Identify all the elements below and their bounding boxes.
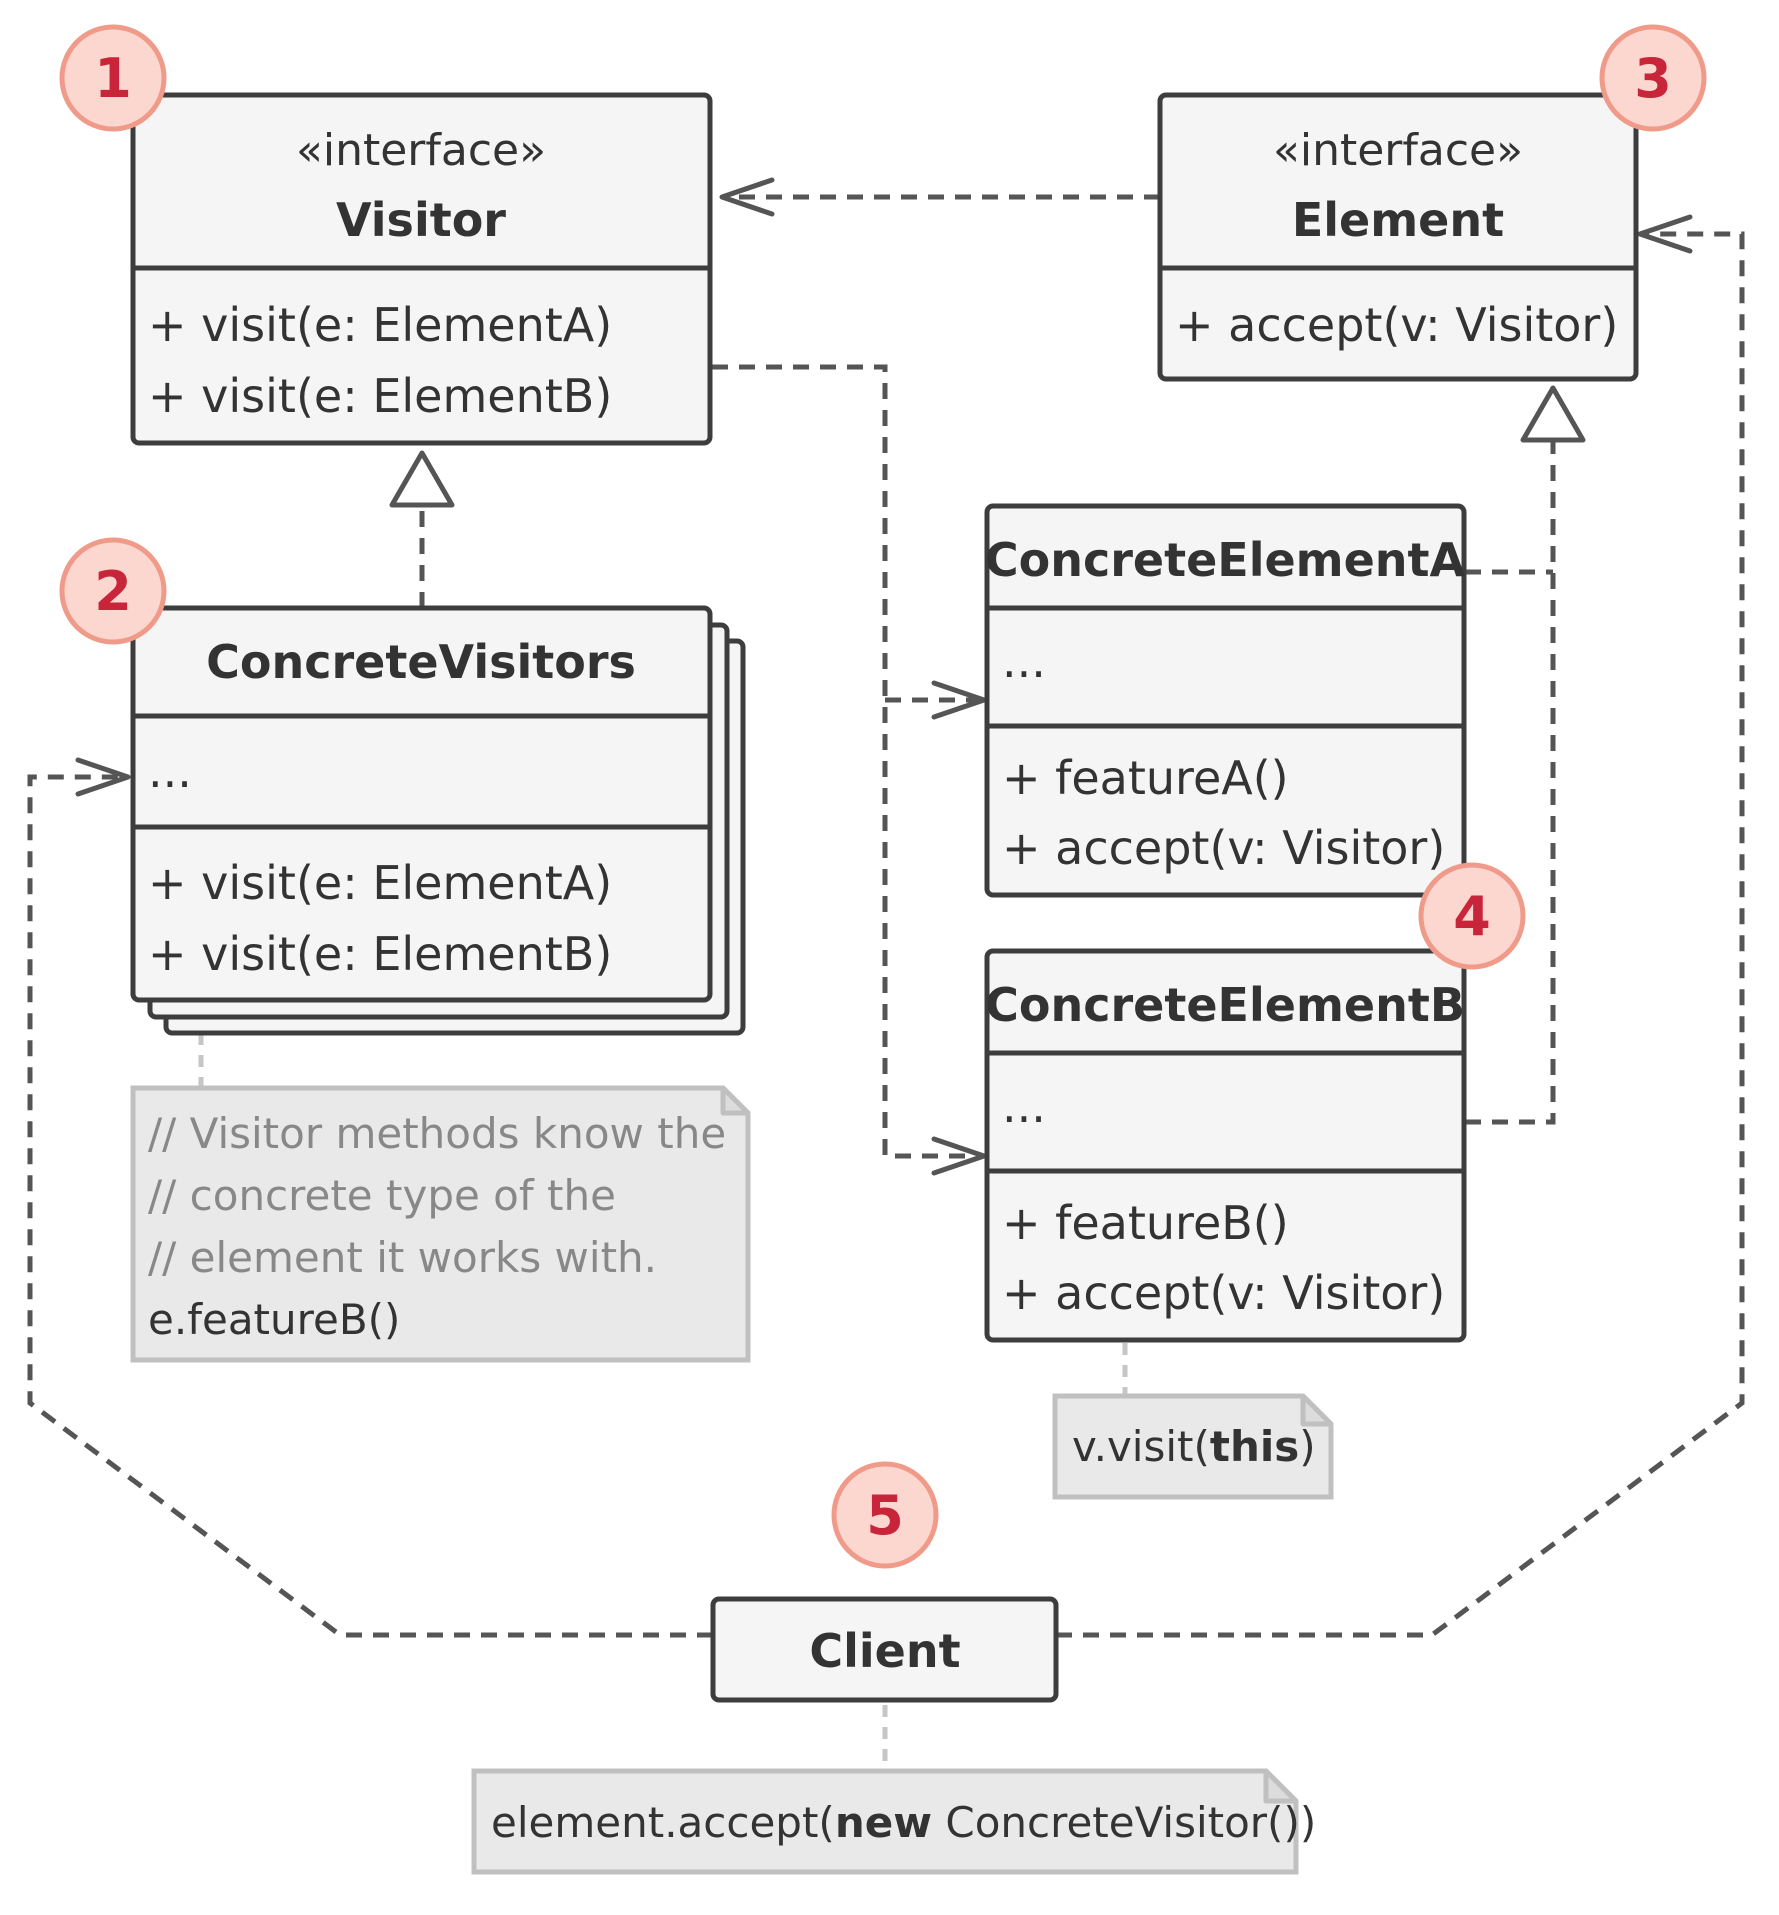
concrete-elements-realization: [1465, 440, 1556, 1125]
step-badge-3: 3: [1599, 24, 1707, 132]
svg-text:3: 3: [1634, 47, 1672, 110]
element-accept-note: v.visit(this): [1052, 1393, 1334, 1500]
concrete-element-b-name: ConcreteElementB: [985, 978, 1465, 1032]
concrete-element-a-fields: ...: [1002, 634, 1046, 688]
concrete-element-a-method: + featureA(): [1002, 751, 1289, 805]
client-note-code: element.accept(new ConcreteVisitor()): [491, 1798, 1316, 1847]
element-realization-triangle: [1520, 385, 1586, 443]
visitor-realization-triangle: [389, 450, 455, 508]
svg-text:4: 4: [1453, 885, 1491, 948]
svg-text:2: 2: [94, 560, 132, 623]
step-badge-4: 4: [1418, 862, 1526, 970]
visitor-methods-note: // Visitor methods know the // concrete …: [130, 1085, 751, 1363]
concrete-element-a-method: + accept(v: Visitor): [1002, 821, 1445, 875]
visitor-method: + visit(e: ElementA): [148, 298, 612, 352]
concrete-element-b-method: + accept(v: Visitor): [1002, 1266, 1445, 1320]
concrete-visitors-name: ConcreteVisitors: [206, 635, 636, 689]
element-method: + accept(v: Visitor): [1175, 298, 1618, 352]
step-badges: 1 2 3 4 5: [59, 24, 1707, 1569]
svg-text:5: 5: [866, 1484, 904, 1547]
element-stereotype: «interface»: [1273, 125, 1523, 176]
note-code-line: e.featureB(): [148, 1295, 400, 1344]
client-element-association: [1056, 231, 1745, 1638]
concrete-element-b-method: + featureB(): [1002, 1196, 1289, 1250]
concrete-element-a-arrowhead: [931, 680, 987, 720]
visitor-elements-dependency: [712, 364, 984, 1159]
visitor-name: Visitor: [336, 193, 506, 247]
concrete-visitors-arrowhead: [75, 757, 131, 797]
note-fold-corner: [1300, 1393, 1334, 1427]
element-class: «interface» Element + accept(v: Visitor): [1157, 92, 1639, 382]
concrete-element-a-class: ConcreteElementA ... + featureA() + acce…: [984, 503, 1467, 898]
client-usage-note: element.accept(new ConcreteVisitor()): [471, 1768, 1316, 1875]
step-badge-5: 5: [831, 1461, 939, 1569]
concrete-element-b-arrowhead: [931, 1136, 987, 1176]
note-comment-line: // Visitor methods know the: [148, 1109, 726, 1158]
concrete-visitors-class: ConcreteVisitors ... + visit(e: ElementA…: [130, 605, 746, 1036]
svg-text:1: 1: [94, 47, 132, 110]
visitor-method: + visit(e: ElementB): [148, 369, 612, 423]
concrete-visitors-method: + visit(e: ElementB): [148, 927, 612, 981]
step-badge-2: 2: [59, 537, 167, 645]
client-class: Client: [710, 1596, 1059, 1703]
concrete-visitors-method: + visit(e: ElementA): [148, 856, 612, 910]
concrete-element-b-fields: ...: [1002, 1079, 1046, 1133]
element-arrowhead: [1637, 214, 1693, 254]
step-badge-1: 1: [59, 24, 167, 132]
concrete-element-a-name: ConcreteElementA: [985, 533, 1466, 587]
connectors: [27, 177, 1745, 1771]
element-name: Element: [1292, 193, 1504, 247]
note-comment-line: // element it works with.: [148, 1233, 657, 1282]
note-fold-corner: [720, 1085, 751, 1116]
visitor-class: «interface» Visitor + visit(e: ElementA)…: [130, 92, 713, 446]
concrete-element-b-class: ConcreteElementB ... + featureB() + acce…: [984, 948, 1467, 1343]
note-fold-corner: [1263, 1768, 1299, 1804]
client-name: Client: [809, 1624, 960, 1678]
concrete-visitors-fields: ...: [148, 744, 192, 798]
element-note-code: v.visit(this): [1072, 1422, 1316, 1471]
visitor-stereotype: «interface»: [296, 125, 546, 176]
note-comment-line: // concrete type of the: [148, 1171, 616, 1220]
element-visitor-arrowhead: [719, 177, 775, 217]
client-concrete-visitors-association: [27, 774, 713, 1638]
